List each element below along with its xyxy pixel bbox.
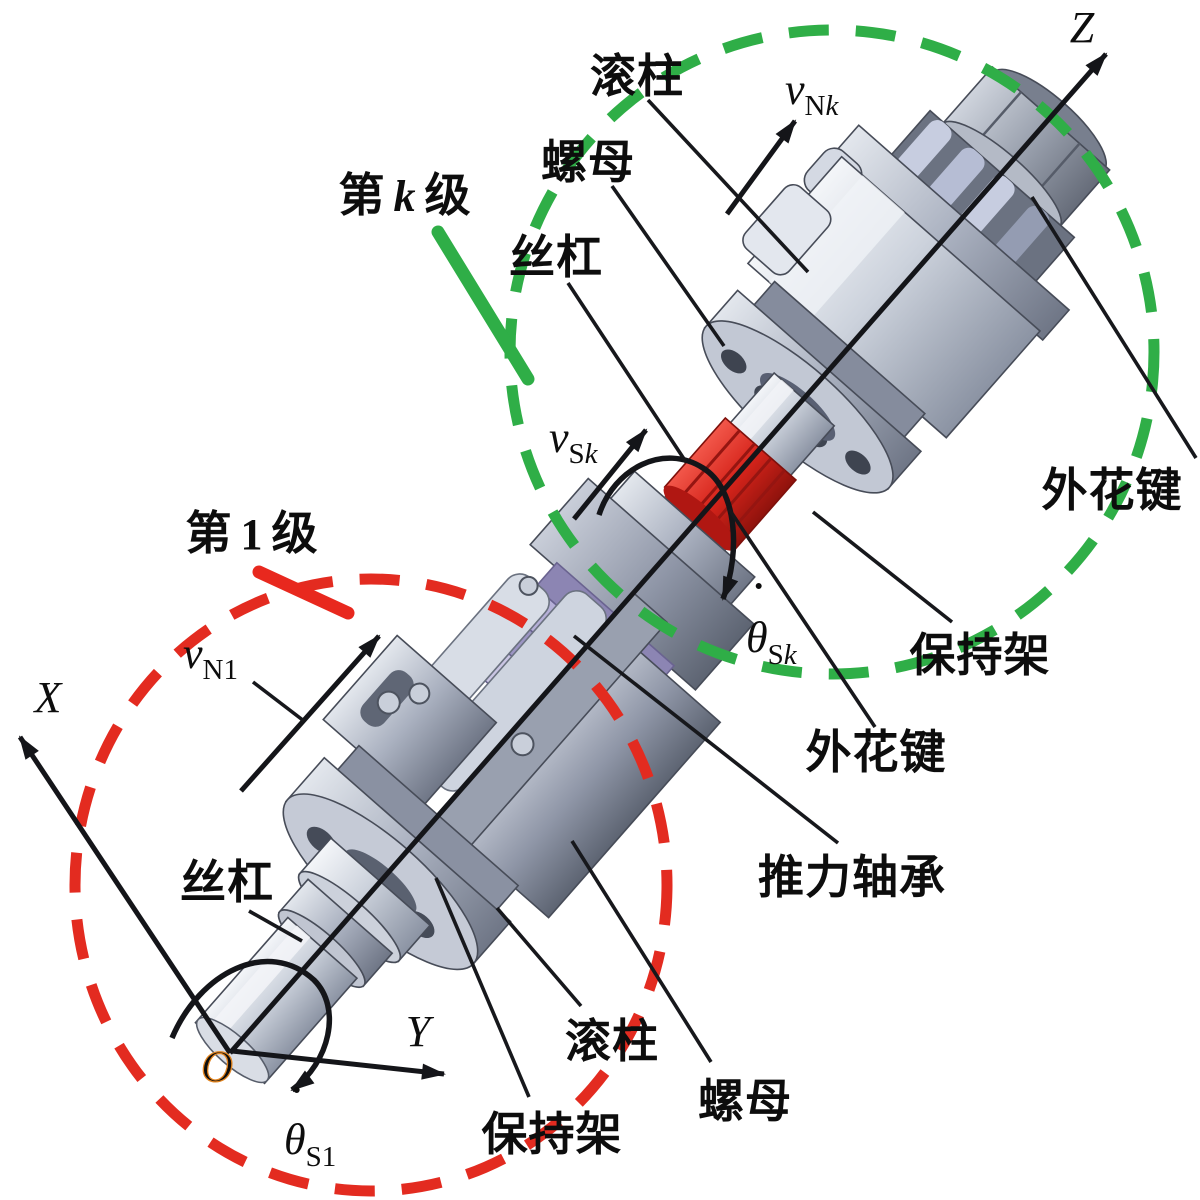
red-spline-stripe <box>692 442 756 514</box>
screw-tip-highlight <box>204 925 311 1043</box>
leader-nut-top <box>610 184 726 348</box>
stage-k-marker-line <box>431 225 535 386</box>
label-spline-mid: 外花键 <box>806 727 947 778</box>
label-cage-bottom: 保持架 <box>482 1109 623 1160</box>
label-nut-bottom: 螺母 <box>698 1076 792 1127</box>
vSk-arrow <box>572 428 648 521</box>
stage-1-dashed-boundary <box>69 573 673 1197</box>
label-thetaSk: θSk <box>746 613 798 671</box>
thetaSk-rotation-arc <box>596 455 739 601</box>
label-vSk: vSk <box>549 413 599 470</box>
label-y-axis: Y <box>406 1007 435 1056</box>
thetaS1-rotation-arc <box>169 958 332 1093</box>
bearing-ball <box>376 690 401 715</box>
label-vNk: vNk <box>785 65 839 122</box>
label-origin: O <box>201 1042 233 1091</box>
label-roller-bottom: 滚柱 <box>565 1016 659 1067</box>
red-spline-stripe <box>709 457 773 529</box>
label-screw-top: 丝杠 <box>509 232 603 283</box>
stage-k-roller-boss <box>742 183 832 276</box>
leader-cage-bottom <box>434 877 531 1098</box>
label-spline-right: 外花键 <box>1042 465 1183 516</box>
leader-cage-k <box>811 510 954 624</box>
label-vN1: vN1 <box>183 629 238 686</box>
label-roller-top: 滚柱 <box>590 51 684 102</box>
bearing-ball <box>518 575 539 596</box>
leader-roller-top <box>646 98 810 274</box>
stage-1-marker-line <box>252 565 355 620</box>
label-x-axis: X <box>33 673 64 722</box>
leader-nut-bottom <box>570 840 713 1063</box>
leader-screw-bottom <box>248 909 303 943</box>
leader-spline-mid <box>727 507 877 729</box>
cage-hole <box>720 349 747 374</box>
label-cage-k: 保持架 <box>910 630 1051 681</box>
leader-thrust-bearing <box>572 634 840 845</box>
vN1-arrow <box>239 634 381 793</box>
label-thetaS1: θS1 <box>284 1115 336 1173</box>
label-z-axis: Z <box>1070 3 1095 52</box>
y-axis-arrow <box>231 1048 446 1080</box>
bearing-ball <box>408 682 431 705</box>
label-nut-top: 螺母 <box>541 137 635 188</box>
z-axis-arrow <box>228 52 1108 1055</box>
stage-k-nut-highlight <box>768 175 905 319</box>
spline-rod <box>896 120 952 179</box>
spline-rod <box>959 175 1015 235</box>
leader-roller-bottom <box>495 906 583 1008</box>
spline-rod <box>994 205 1050 265</box>
leader-spline-right <box>1030 196 1198 459</box>
vN1-connector <box>251 680 306 723</box>
cage-hole <box>845 450 871 475</box>
label-screw-bottom: 丝杠 <box>180 857 274 908</box>
thetaS1-dot: ˙ <box>290 1079 303 1124</box>
leader-screw-top <box>566 282 688 463</box>
label-thrust-bearing: 推力轴承 <box>758 852 946 903</box>
thetaSk-dot: ˙ <box>752 575 765 620</box>
bearing-ball <box>510 732 535 757</box>
spline-rod <box>928 147 985 208</box>
red-spline-stripe <box>677 429 741 501</box>
